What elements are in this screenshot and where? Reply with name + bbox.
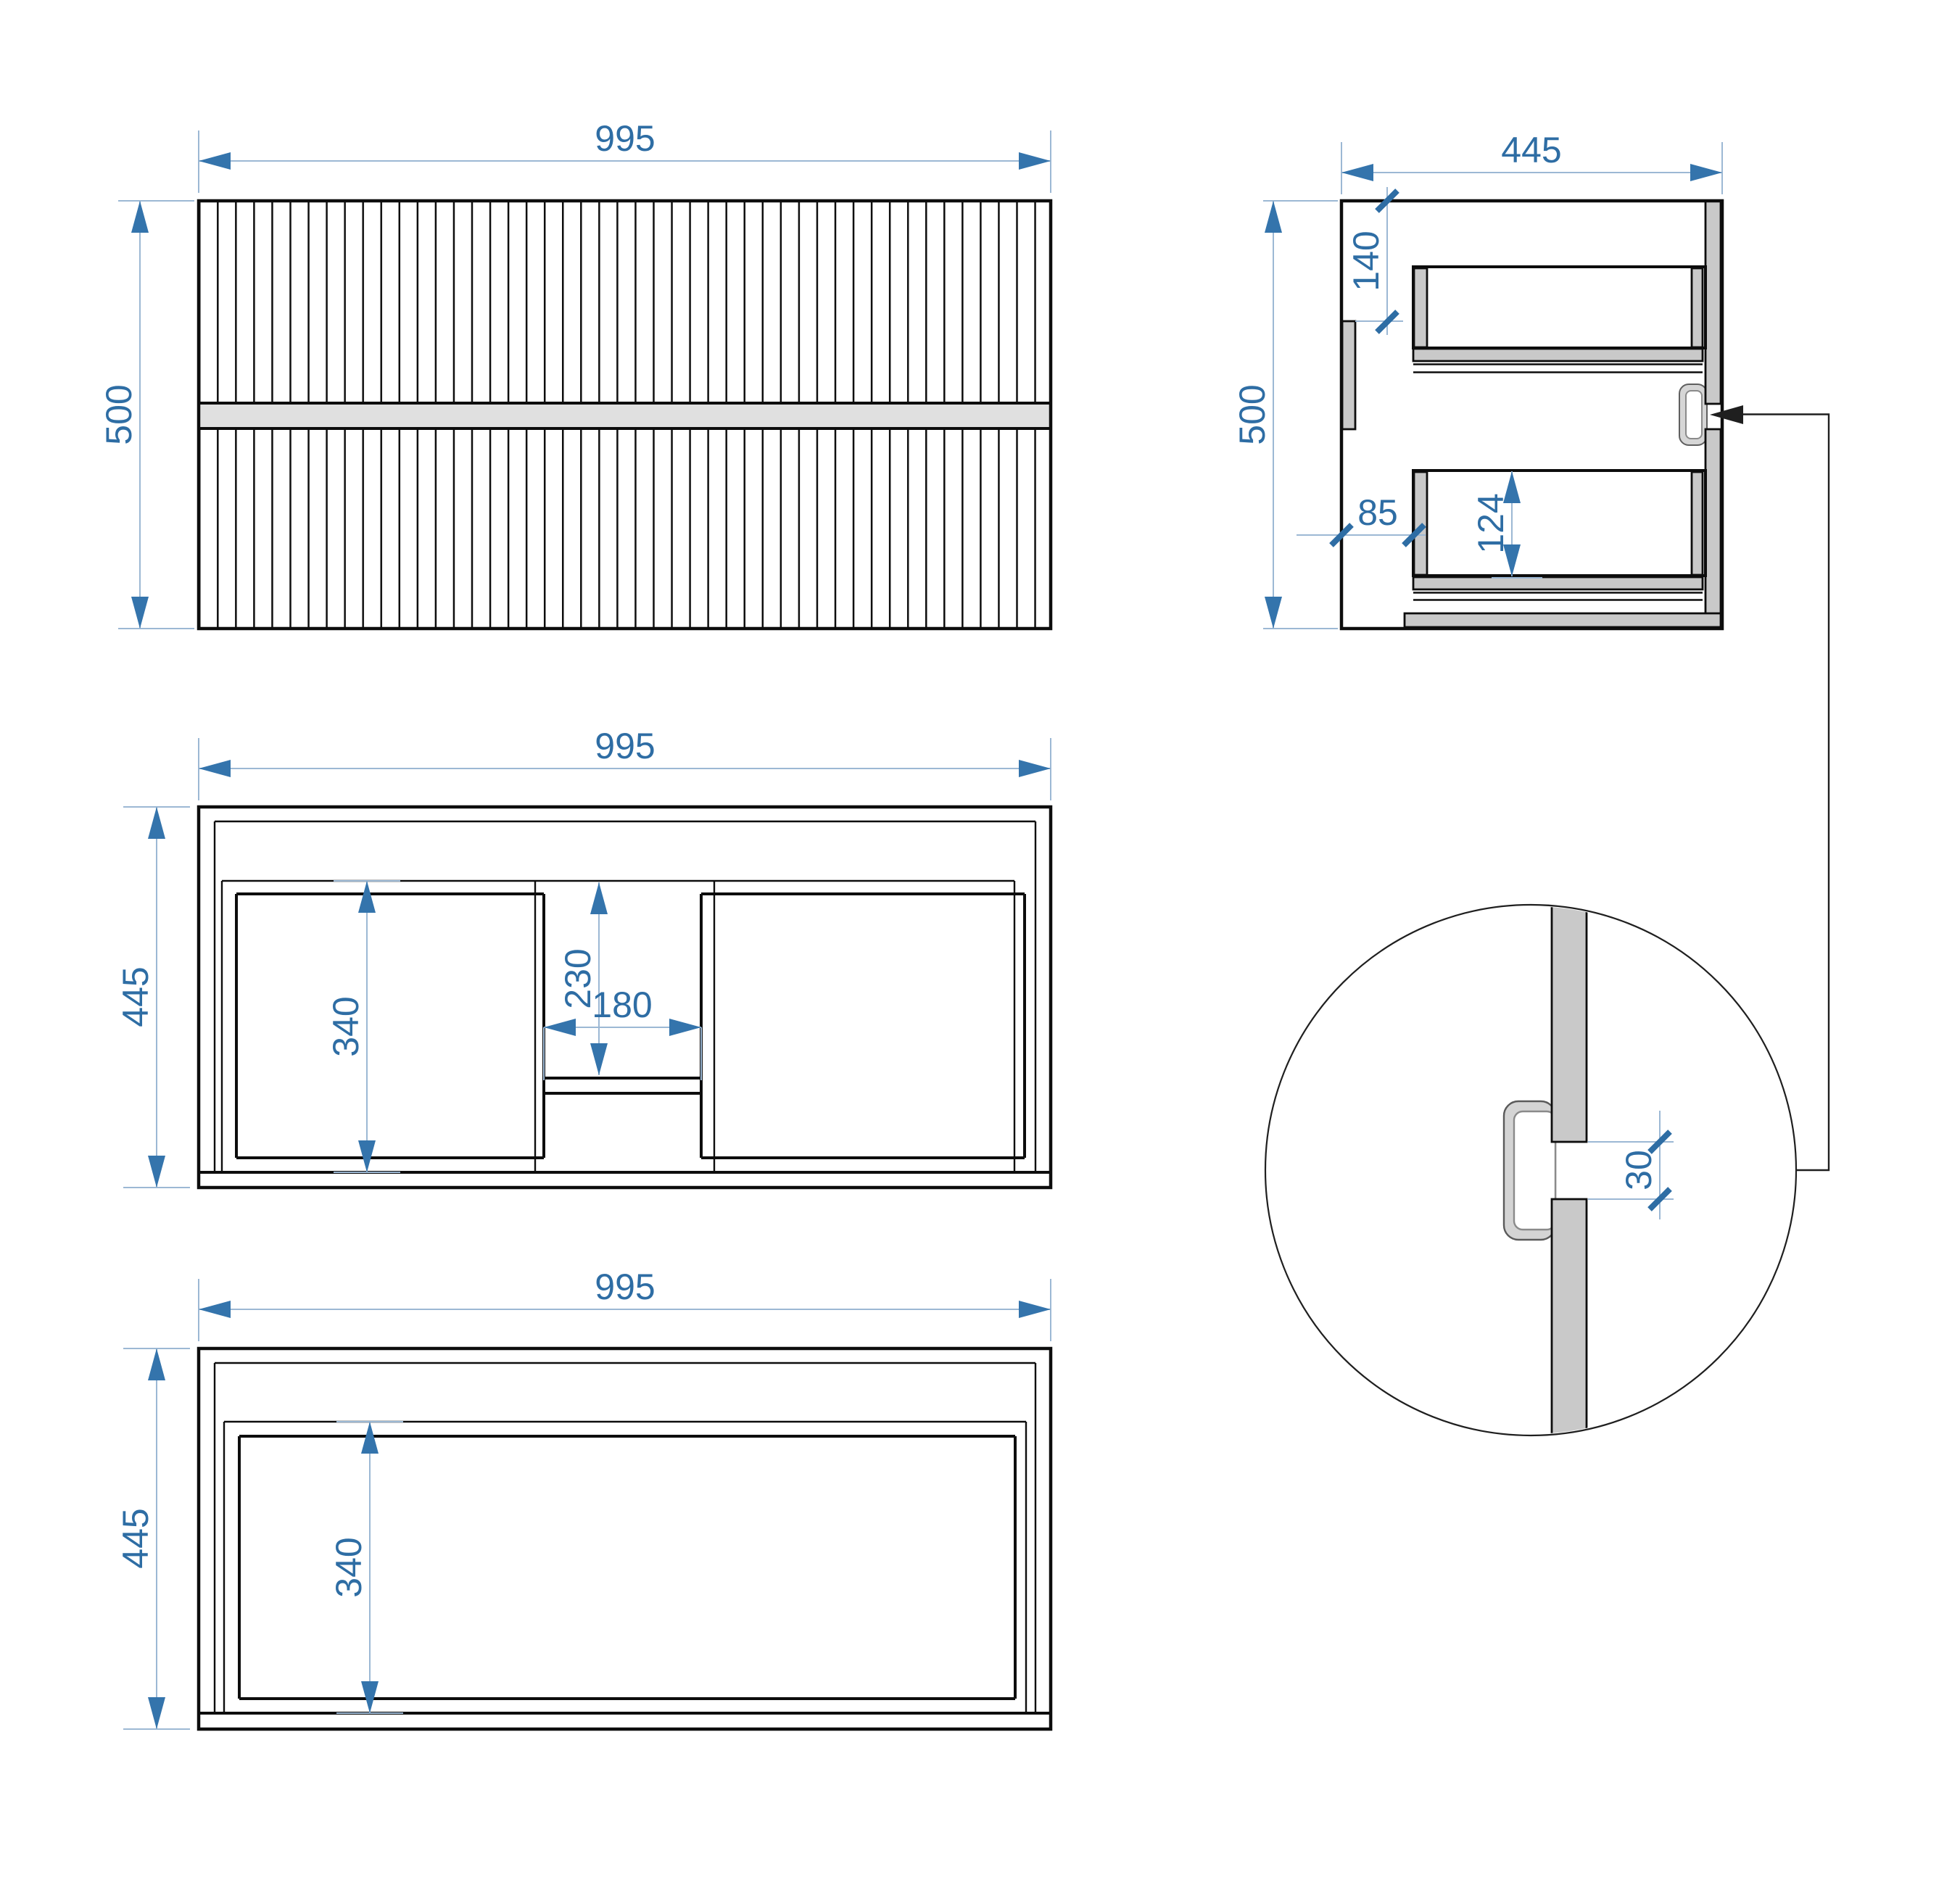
- bottom-width-label: 995: [595, 1267, 655, 1307]
- side-inset-label: 85: [1357, 492, 1398, 533]
- plan-right-cavity: [700, 892, 1026, 1159]
- leader-arrow-icon: [1710, 405, 1743, 424]
- side-bottom-drawer: [1412, 469, 1707, 601]
- side-width-label: 445: [1501, 130, 1561, 170]
- detail-circle: [1264, 903, 1798, 1437]
- plan-center-depth-label: 230: [558, 948, 598, 1008]
- detail-leader: [1710, 405, 1830, 1172]
- detail-groove-dimension: 30: [1588, 1111, 1674, 1219]
- front-width-dimension: 995: [198, 118, 1051, 193]
- side-handle-profile: [1679, 384, 1708, 446]
- plan-depth-label: 445: [115, 966, 156, 1027]
- plan-width-dimension: 995: [198, 726, 1051, 800]
- side-drawer-label: 124: [1471, 493, 1511, 553]
- plan-depth-dimension: 445: [115, 806, 190, 1188]
- plan-cavity-label: 340: [326, 996, 366, 1056]
- plan-left-cavity: [235, 892, 545, 1159]
- detail-groove-label: 30: [1618, 1150, 1659, 1190]
- plan-view: 995 445 340 230: [115, 726, 1053, 1190]
- bottom-depth-label: 445: [115, 1508, 156, 1568]
- front-fluted-upper: [199, 201, 1051, 403]
- side-view: 445 500 140 85: [1232, 130, 1724, 631]
- side-front-panel-upper: [1704, 199, 1722, 405]
- side-height-dimension: 500: [1232, 200, 1338, 629]
- plan-center-depth-dimension: 230: [558, 882, 608, 1075]
- bottom-width-dimension: 995: [198, 1267, 1051, 1341]
- bottom-cavity-dimension: 340: [328, 1421, 403, 1714]
- plan-width-label: 995: [595, 726, 655, 766]
- detail-handle-profile: [1502, 1100, 1557, 1241]
- front-groove-band: [197, 402, 1052, 430]
- bottom-cavity-label: 340: [328, 1537, 369, 1597]
- plan-outline: [197, 805, 1053, 1190]
- bottom-depth-dimension: 445: [115, 1348, 190, 1730]
- side-front-panel-lower: [1704, 428, 1722, 630]
- side-bottom-panel: [1403, 612, 1722, 629]
- side-outline: [1339, 199, 1724, 631]
- plan-center-width-dimension: 180: [543, 985, 702, 1080]
- detail-view: 30: [1264, 903, 1798, 1437]
- side-rail-dimension: 140: [1346, 187, 1403, 335]
- front-view: 995 500: [99, 118, 1053, 631]
- front-width-label: 995: [595, 118, 655, 159]
- bottom-outline: [197, 1346, 1053, 1731]
- detail-panel-upper: [1550, 906, 1588, 1143]
- front-height-dimension: 500: [99, 200, 194, 629]
- side-top-drawer: [1412, 265, 1707, 373]
- detail-panel-lower: [1550, 1198, 1588, 1434]
- plan-cavity-dimension: 340: [326, 880, 400, 1173]
- bottom-view: 995 445 340: [115, 1267, 1053, 1731]
- side-drawer-dimension: 124: [1471, 471, 1542, 579]
- side-rail-label: 140: [1346, 231, 1386, 291]
- front-fluted-lower: [199, 428, 1051, 629]
- front-outline: [197, 199, 1053, 631]
- side-width-dimension: 445: [1341, 130, 1723, 194]
- side-inset-dimension: 85: [1297, 492, 1426, 547]
- plan-center-width-label: 180: [592, 985, 652, 1025]
- front-height-label: 500: [99, 384, 139, 444]
- side-height-label: 500: [1232, 384, 1273, 444]
- side-wall-rail: [1341, 320, 1357, 431]
